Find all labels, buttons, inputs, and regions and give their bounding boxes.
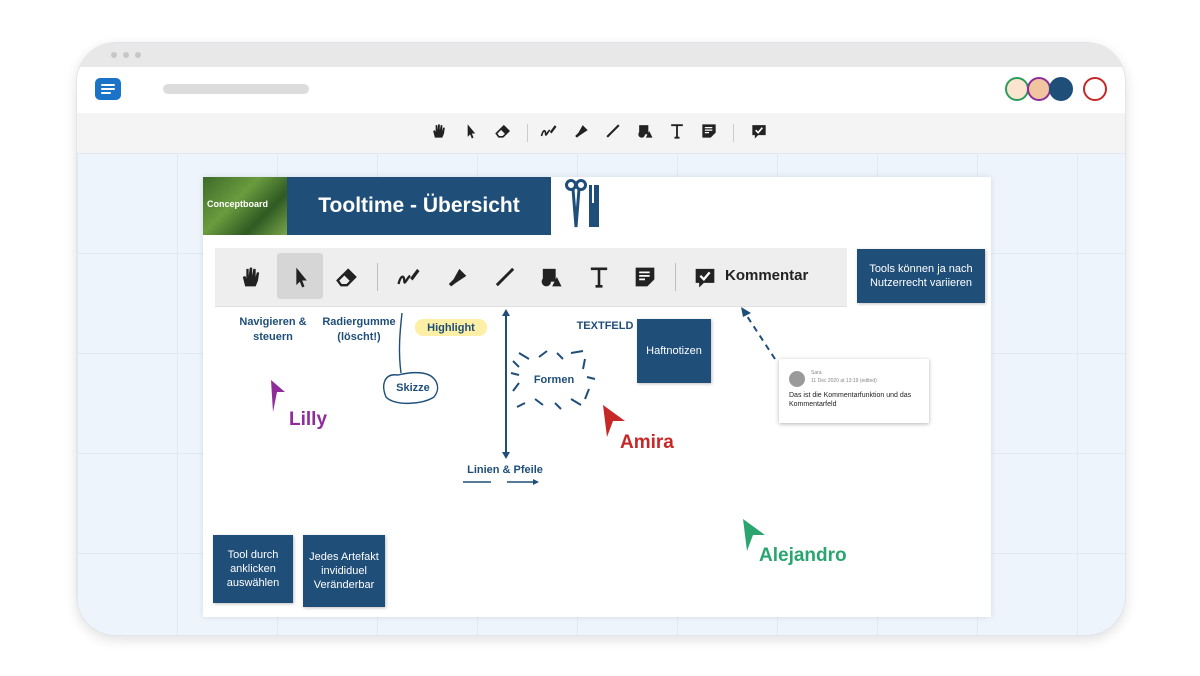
- label-shapes: Formen: [533, 374, 575, 386]
- shapes-icon[interactable]: [537, 263, 565, 291]
- label-lines: Linien & Pfeile: [467, 464, 543, 476]
- header-logo-text: Conceptboard: [207, 199, 269, 209]
- note-select-tool[interactable]: Tool durch anklicken auswählen: [213, 535, 293, 603]
- app-header: [77, 67, 1125, 113]
- board-title: Tooltime - Übersicht: [287, 177, 551, 235]
- text-icon[interactable]: [585, 263, 613, 291]
- avatar[interactable]: [1083, 77, 1107, 101]
- avatar: [789, 371, 805, 387]
- line-icon[interactable]: [603, 121, 623, 141]
- cursor-alejandro-icon: [743, 519, 765, 551]
- hand-icon[interactable]: [237, 263, 265, 291]
- vertical-arrow: [502, 309, 510, 459]
- cursor-label-lilly: Lilly: [289, 409, 328, 430]
- toolbar-divider: [675, 263, 676, 291]
- canvas-area[interactable]: Conceptboard Tooltime - Übersicht: [77, 153, 1125, 635]
- line-arrow-samples: [463, 479, 539, 485]
- pointer-icon[interactable]: [287, 263, 315, 291]
- label-sketch: Skizze: [396, 382, 430, 394]
- label-navigate: Navigieren & steuern: [239, 316, 307, 344]
- sketch-drawing: [383, 312, 439, 405]
- window-dot[interactable]: [135, 52, 141, 58]
- eraser-icon[interactable]: [493, 121, 513, 141]
- sticky-note-icon[interactable]: [699, 121, 719, 141]
- pointer-icon[interactable]: [461, 121, 481, 141]
- highlight-stroke: [415, 319, 487, 336]
- comment-author: Sara: [811, 370, 822, 376]
- cursor-amira-icon: [603, 405, 625, 437]
- header-logo-image: Conceptboard: [203, 177, 287, 235]
- comment-pointer-arrow: [741, 307, 776, 360]
- window-dot[interactable]: [123, 52, 129, 58]
- toolbar-divider: [527, 124, 528, 142]
- app-window: Conceptboard Tooltime - Übersicht: [76, 42, 1126, 636]
- cursor-label-alejandro: Alejandro: [759, 545, 847, 566]
- comment-text: Das ist die Kommentarfunktion und das Ko…: [789, 392, 912, 409]
- comment-tool-label[interactable]: Kommentar: [725, 267, 809, 284]
- sticky-note-icon[interactable]: [631, 263, 659, 291]
- highlighter-icon[interactable]: [443, 263, 471, 291]
- hand-icon[interactable]: [429, 121, 449, 141]
- label-textfield: TEXTFELD: [576, 320, 634, 332]
- whiteboard[interactable]: Conceptboard Tooltime - Übersicht: [203, 177, 991, 617]
- cursor-label-amira: Amira: [620, 432, 674, 453]
- comment-icon[interactable]: [749, 121, 769, 141]
- cursor-lilly-icon: [271, 380, 285, 412]
- user-group-icon[interactable]: [1049, 77, 1073, 101]
- label-highlight: Highlight: [427, 322, 475, 334]
- toolbar-divider: [733, 124, 734, 142]
- tools-icon: [563, 179, 603, 231]
- window-titlebar: [77, 43, 1125, 67]
- toolbar-divider: [377, 263, 378, 291]
- main-toolbar: [77, 113, 1125, 154]
- label-eraser: Radiergumme (löscht!): [322, 316, 396, 344]
- sticky-note-sample[interactable]: Haftnotizen: [637, 319, 711, 383]
- shape-burst: [510, 350, 596, 410]
- text-icon[interactable]: [667, 121, 687, 141]
- comment-icon[interactable]: [691, 263, 719, 291]
- note-permissions[interactable]: Tools können ja nach Nutzerrecht variier…: [857, 249, 985, 303]
- address-bar[interactable]: [163, 84, 309, 94]
- shapes-icon[interactable]: [635, 121, 655, 141]
- pen-icon[interactable]: [395, 263, 423, 291]
- tool-overview-bar: Kommentar: [215, 248, 847, 307]
- line-icon[interactable]: [491, 263, 519, 291]
- window-dot[interactable]: [111, 52, 117, 58]
- avatar[interactable]: [1027, 77, 1051, 101]
- highlighter-icon[interactable]: [571, 121, 591, 141]
- conceptboard-logo-icon[interactable]: [95, 78, 121, 100]
- pen-icon[interactable]: [539, 121, 559, 141]
- eraser-icon[interactable]: [333, 263, 361, 291]
- note-editable-artifacts[interactable]: Jedes Artefakt invididuel Veränderbar: [303, 535, 385, 607]
- comment-card[interactable]: Sara 11 Dec 2020 at 13:19 (edited) Das i…: [779, 359, 929, 423]
- comment-timestamp: 11 Dec 2020 at 13:19 (edited): [811, 378, 877, 384]
- avatar[interactable]: [1005, 77, 1029, 101]
